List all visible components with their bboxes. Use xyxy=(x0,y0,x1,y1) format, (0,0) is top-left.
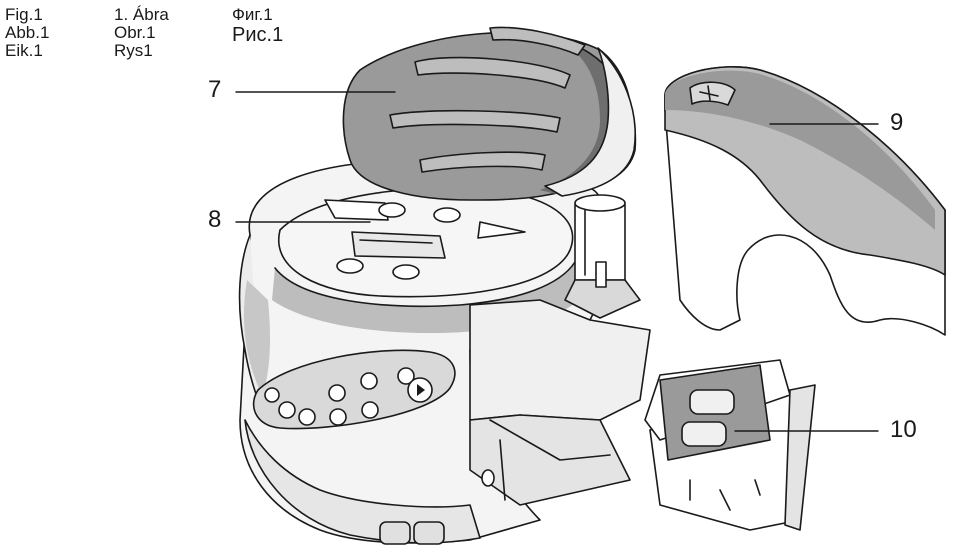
figure-caption: Фиг.1 xyxy=(232,5,273,24)
callout-7: 7 xyxy=(208,76,222,103)
machine-body xyxy=(238,159,651,545)
figure-caption-column-2: 1. Ábra Obr.1 Rys1 xyxy=(114,6,169,60)
figure-caption-column-1: Fig.1 Abb.1 Eik.1 xyxy=(5,6,49,60)
figure-caption-group: Fig.1 Abb.1 Eik.1 1. Ábra Obr.1 Rys1 Фиг… xyxy=(0,6,330,76)
callout-10: 10 xyxy=(890,416,917,443)
figure-caption: Fig.1 xyxy=(5,5,43,24)
figure-caption: 1. Ábra xyxy=(114,5,169,24)
figure-caption: Rys1 xyxy=(114,41,153,60)
figure-caption-column-3: Фиг.1 Рис.1 xyxy=(232,5,284,47)
figure-caption: Eik.1 xyxy=(5,41,43,60)
figure-caption: Obr.1 xyxy=(114,23,156,42)
lid-component xyxy=(342,26,637,201)
leader-lines xyxy=(235,91,879,432)
drip-tray-component xyxy=(644,359,816,531)
figure-caption: Рис.1 xyxy=(232,24,284,46)
callout-9: 9 xyxy=(890,109,904,136)
water-tank-component xyxy=(664,66,946,336)
figure-caption: Abb.1 xyxy=(5,23,50,42)
callout-8: 8 xyxy=(208,206,222,233)
